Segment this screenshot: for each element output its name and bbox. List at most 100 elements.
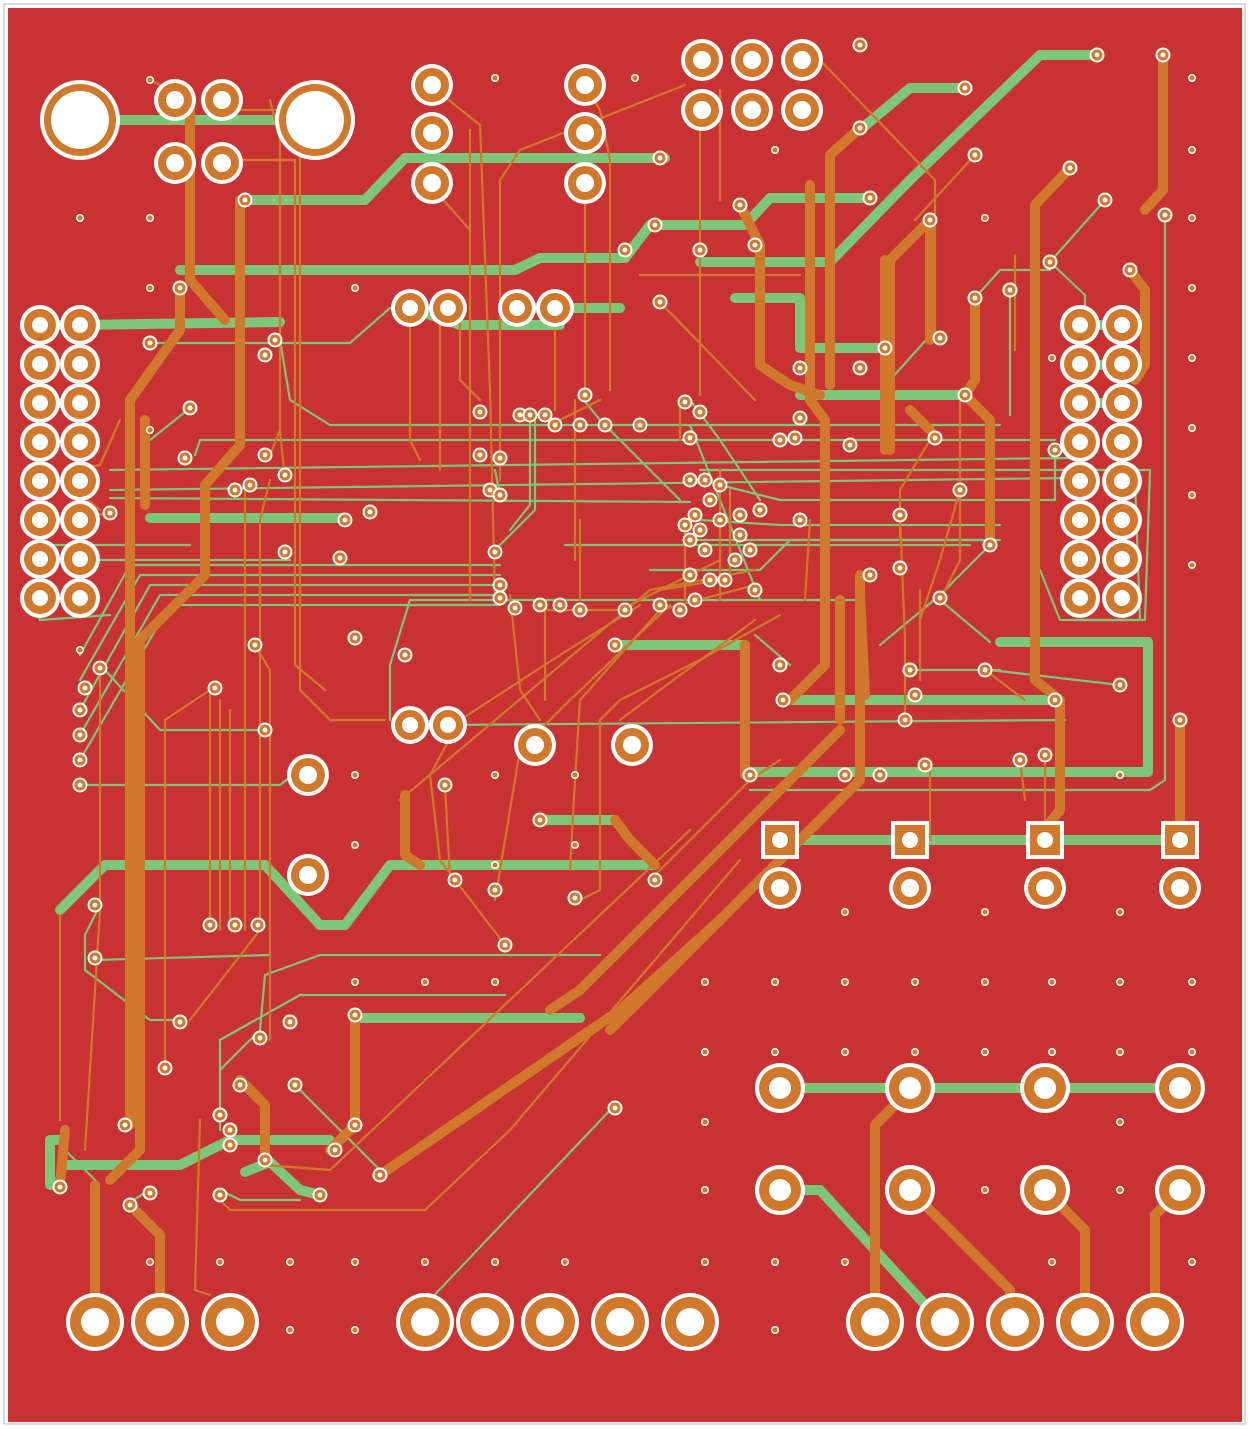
via-drill: [452, 877, 458, 883]
via-drill: [897, 565, 903, 571]
connector-pad-drill: [861, 1308, 889, 1336]
stitch-via: [77, 215, 83, 221]
stitch-via: [982, 909, 988, 915]
via-drill: [497, 455, 503, 461]
via-drill: [217, 1112, 223, 1118]
via-drill: [717, 517, 723, 523]
via-drill: [1052, 697, 1058, 703]
stitch-via: [77, 647, 83, 653]
via-drill: [497, 582, 503, 588]
via-drill: [1047, 259, 1053, 265]
right-header-pad-drill: [1072, 317, 1088, 333]
connector-pad-drill: [471, 1308, 499, 1336]
left-header-pad-drill: [72, 590, 88, 606]
stitch-via: [1189, 215, 1195, 221]
terminal-pad-drill: [769, 1077, 791, 1099]
via-drill: [287, 1019, 293, 1025]
via-drill: [797, 365, 803, 371]
via-drill: [652, 222, 658, 228]
via-drill: [342, 517, 348, 523]
stitch-via: [572, 772, 578, 778]
via-drill: [1160, 52, 1166, 58]
stitch-via: [422, 979, 428, 985]
via-drill: [867, 572, 873, 578]
via-drill: [77, 732, 83, 738]
via-drill: [542, 412, 548, 418]
via-drill: [1127, 267, 1133, 273]
stitch-via: [1117, 1119, 1123, 1125]
header-pad-drill: [743, 51, 761, 69]
right-header-pad-drill: [1114, 317, 1130, 333]
connector-pad-drill: [81, 1308, 109, 1336]
via-drill: [187, 405, 193, 411]
stitch-via: [492, 862, 498, 868]
stitch-via: [1189, 285, 1195, 291]
via-drill: [797, 415, 803, 421]
via-drill: [232, 487, 238, 493]
stitch-via: [1049, 1049, 1055, 1055]
header-pad-drill: [743, 101, 761, 119]
connector-pad-drill: [771, 879, 789, 897]
via-drill: [1042, 752, 1048, 758]
via-drill: [780, 697, 786, 703]
pin-pad-drill: [402, 300, 418, 316]
connector-pad-drill: [411, 1308, 439, 1336]
stitch-via: [492, 1259, 498, 1265]
via-drill: [122, 1122, 128, 1128]
connector-pad-square-drill: [772, 832, 788, 848]
via-drill: [262, 1157, 268, 1163]
via-drill: [622, 247, 628, 253]
via-drill: [77, 782, 83, 788]
via-drill: [682, 522, 688, 528]
right-header-pad-drill: [1114, 590, 1130, 606]
left-header-pad-drill: [32, 551, 48, 567]
stitch-via: [147, 285, 153, 291]
via-drill: [797, 517, 803, 523]
header-pad-drill: [423, 76, 441, 94]
via-drill: [352, 1122, 358, 1128]
stitch-via: [912, 979, 918, 985]
via-drill: [687, 435, 693, 441]
stitch-via: [572, 842, 578, 848]
via-drill: [212, 685, 218, 691]
via-drill: [262, 352, 268, 358]
via-drill: [557, 602, 563, 608]
via-drill: [927, 217, 933, 223]
right-header-pad-drill: [1114, 551, 1130, 567]
via-drill: [517, 412, 523, 418]
left-header-pad-drill: [72, 551, 88, 567]
via-drill: [692, 512, 698, 518]
terminal-pad-drill: [1169, 1077, 1191, 1099]
via-drill: [262, 452, 268, 458]
connector-pad-drill: [1141, 1308, 1169, 1336]
via-drill: [147, 340, 153, 346]
stitch-via: [147, 427, 153, 433]
connector-pad-square-drill: [1037, 832, 1053, 848]
via-drill: [332, 1147, 338, 1153]
left-header-pad-drill: [32, 317, 48, 333]
via-drill: [677, 607, 683, 613]
via-drill: [77, 707, 83, 713]
stitch-via: [147, 1259, 153, 1265]
via-drill: [652, 877, 658, 883]
via-drill: [257, 1035, 263, 1041]
via-drill: [867, 195, 873, 201]
mount-hole-drill: [51, 91, 109, 149]
via-drill: [352, 635, 358, 641]
header-pad-drill: [166, 91, 184, 109]
stitch-via: [702, 1187, 708, 1193]
stitch-via: [492, 75, 498, 81]
via-drill: [127, 1202, 133, 1208]
stitch-via: [702, 1259, 708, 1265]
left-header-pad-drill: [72, 512, 88, 528]
via-drill: [687, 477, 693, 483]
pin-pad-drill: [440, 717, 456, 733]
connector-pad-drill: [1071, 1308, 1099, 1336]
stitch-via: [842, 979, 848, 985]
via-drill: [612, 642, 618, 648]
via-drill: [722, 577, 728, 583]
stitch-via: [1189, 355, 1195, 361]
via-drill: [1017, 757, 1023, 763]
